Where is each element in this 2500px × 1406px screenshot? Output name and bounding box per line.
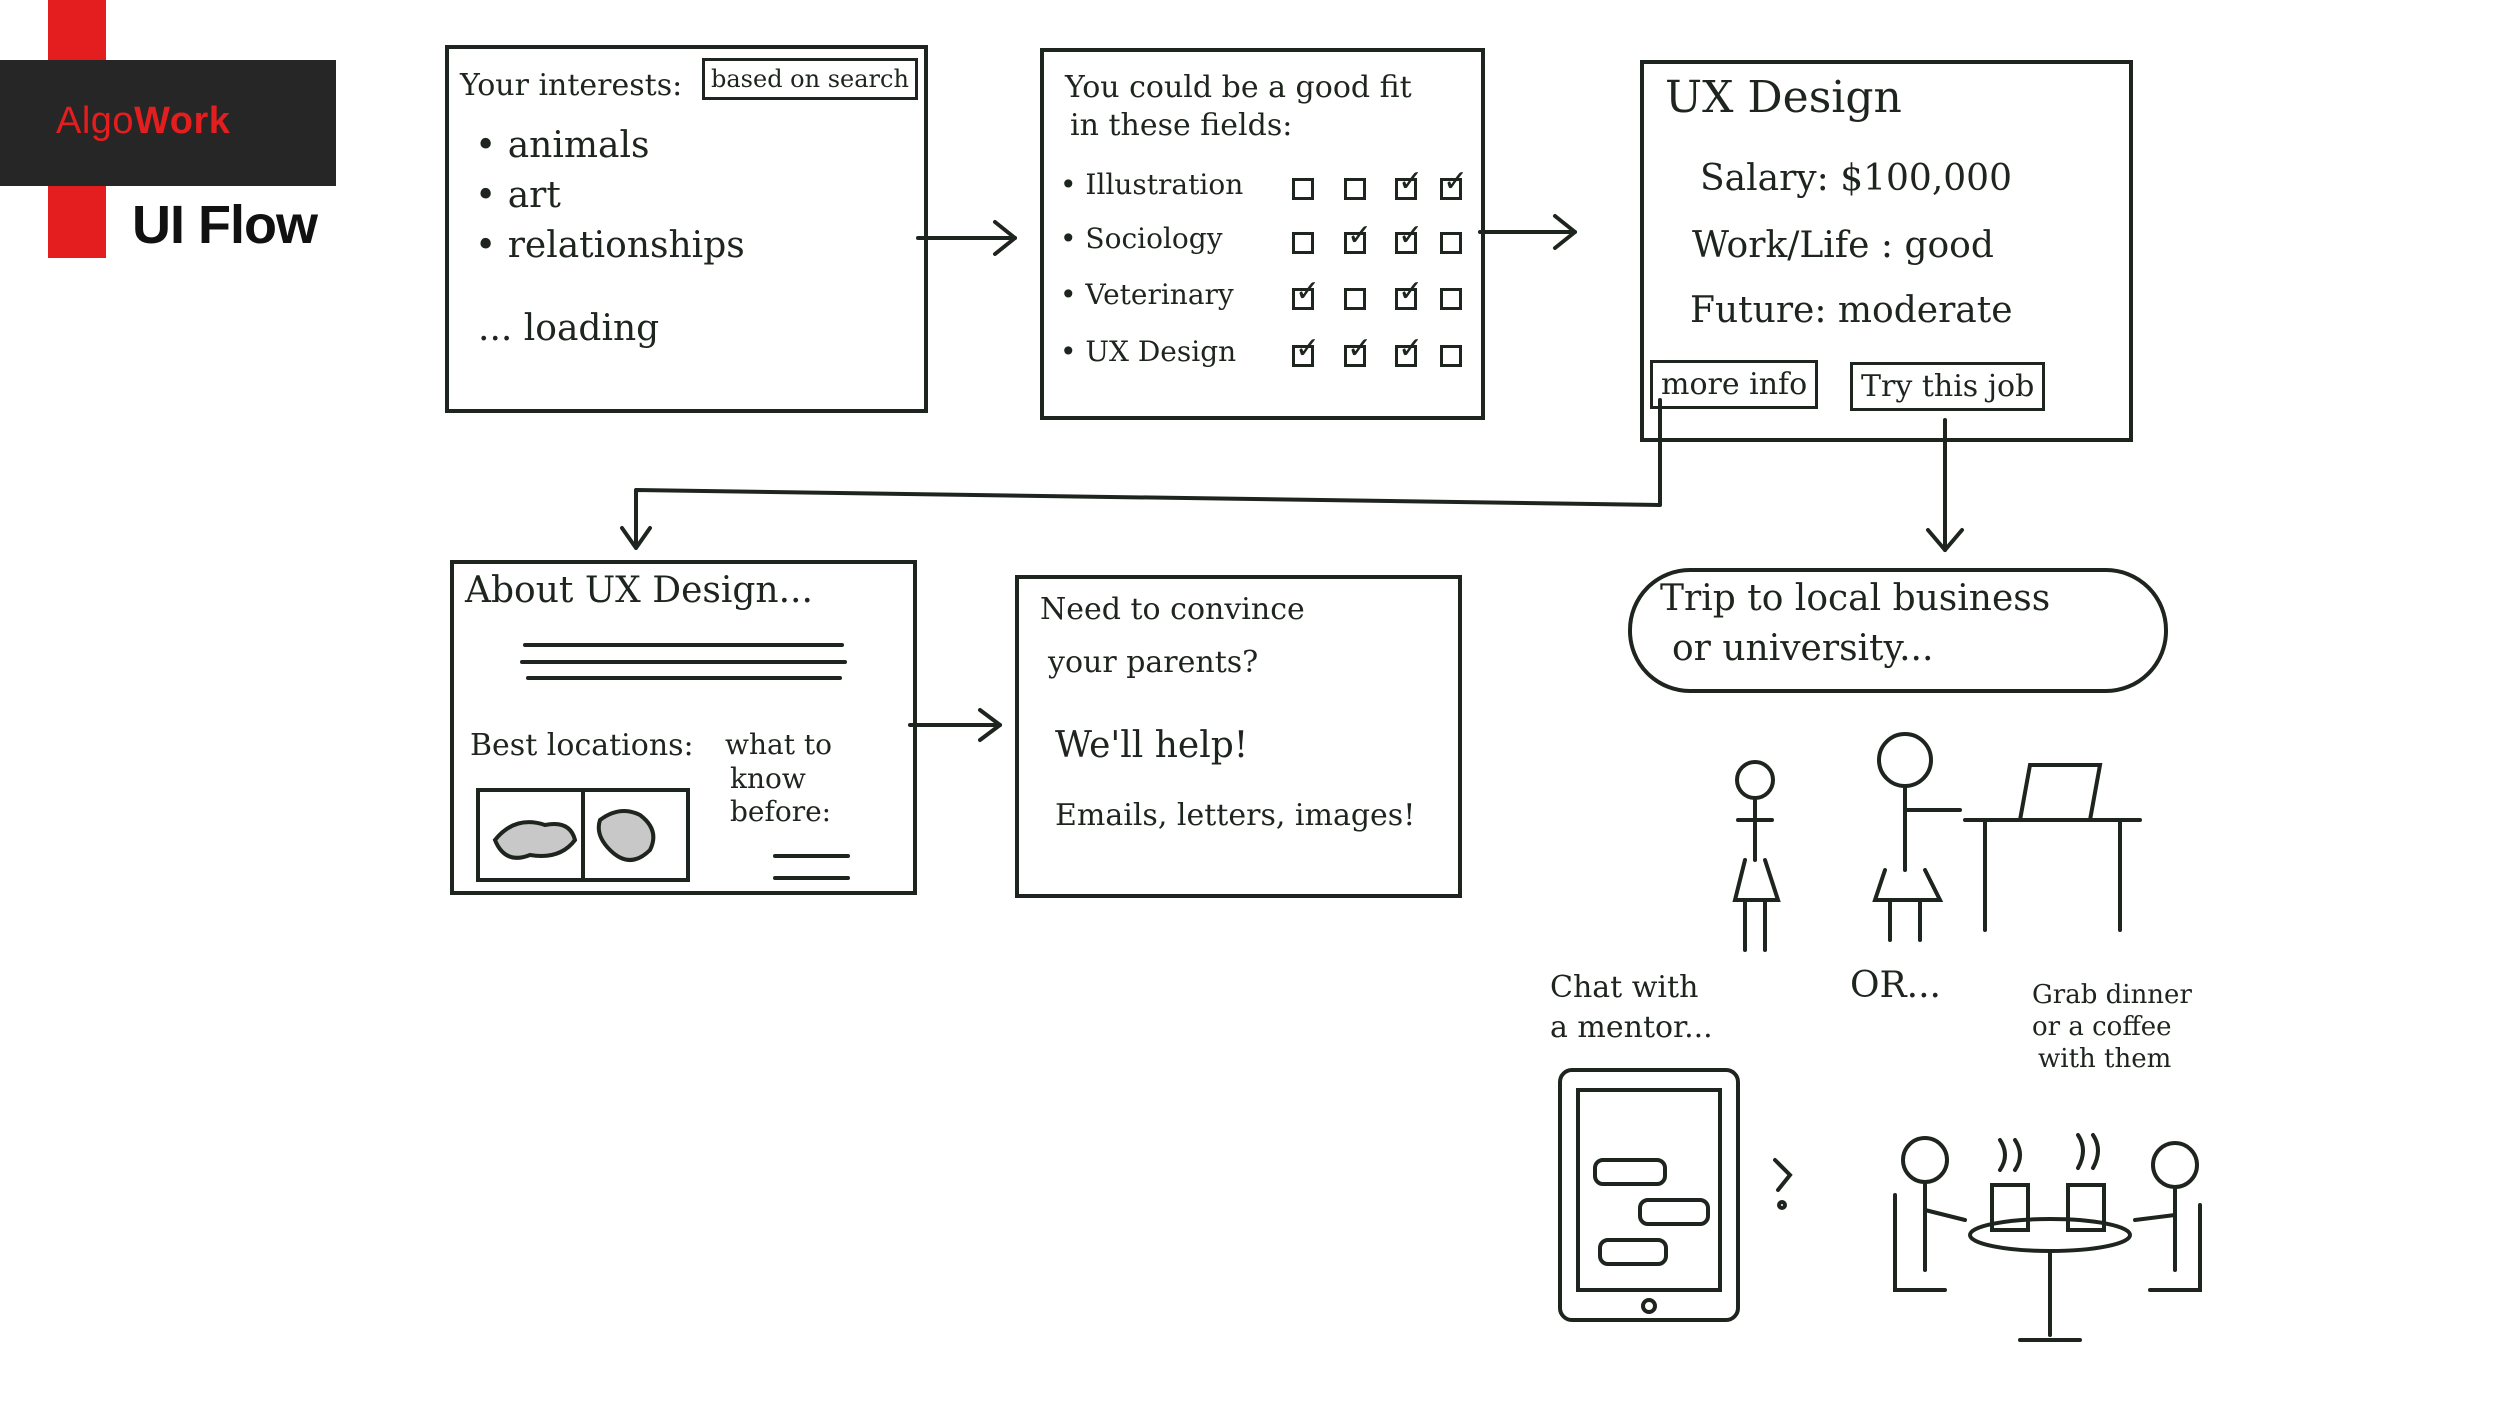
rating-checkbox[interactable] [1292,178,1314,200]
help-text: We'll help! [1055,725,1249,766]
fields-screen [1040,48,1485,420]
future-text: Future: moderate [1690,290,2013,331]
rating-checkbox[interactable] [1292,334,1320,367]
best-locations-label: Best locations: [470,728,694,763]
know-before-line1: what to [725,728,832,761]
phone-chat-sketch [1558,1068,1793,1322]
field-illustration[interactable]: • Illustration [1060,168,1244,201]
dinner-line1: Grab dinner [2032,980,2192,1010]
job-detail-screen [1640,60,2133,442]
know-before-line3: before: [730,795,832,828]
more-info-button[interactable]: more info [1650,360,1819,409]
rating-checkbox[interactable] [1344,288,1366,310]
rating-checkbox[interactable] [1344,178,1366,200]
text-placeholder-lines [520,643,850,880]
dinner-line2: or a coffee [2032,1012,2172,1042]
know-before-line2: know [730,762,806,795]
field-veterinary[interactable]: • Veterinary [1060,278,1234,311]
try-this-job-button[interactable]: Try this job [1850,362,2046,411]
interest-item-3: • relationships [475,225,745,266]
page-title: UI Flow [132,195,318,255]
rating-checkbox[interactable] [1292,232,1314,254]
about-title: About UX Design... [465,570,813,611]
rating-checkbox[interactable] [1440,288,1462,310]
interests-screen [445,45,928,413]
worklife-text: Work/Life : good [1692,225,1994,266]
convince-line1: Need to convince [1040,592,1305,627]
search-tag: based on search [702,58,918,100]
brand-header-block [0,60,336,186]
map-thumbnail [476,788,690,882]
job-title: UX Design [1665,72,1902,123]
rating-checkbox[interactable] [1395,167,1423,200]
interest-item-2: • art [475,175,561,216]
chat-line1: Chat with [1550,970,1699,1005]
interest-item-1: • animals [475,125,650,166]
rating-checkbox[interactable] [1344,334,1372,367]
rating-checkbox[interactable] [1395,334,1423,367]
trip-bubble [1628,568,2168,693]
convince-parents-screen [1015,575,1462,898]
chat-line2: a mentor... [1550,1010,1713,1045]
salary-text: Salary: $100,000 [1700,158,2012,199]
rating-checkbox[interactable] [1395,221,1423,254]
trip-line2: or university... [1672,628,1934,669]
loading-status: ... loading [478,308,660,349]
trip-line1: Trip to local business [1660,578,2051,619]
rating-checkbox[interactable] [1440,345,1462,367]
field-ux-design[interactable]: • UX Design [1060,335,1237,368]
or-text: OR... [1850,965,1941,1006]
fields-title-line2: in these fields: [1070,108,1293,143]
rating-checkbox[interactable] [1292,277,1320,310]
assets-text: Emails, letters, images! [1055,798,1416,833]
office-visit-sketch [1732,732,2142,952]
rating-checkbox[interactable] [1395,277,1423,310]
rating-checkbox[interactable] [1344,221,1372,254]
interests-title: Your interests: [460,68,683,103]
coffee-meetup-sketch [1893,1133,2202,1342]
rating-checkbox[interactable] [1440,167,1468,200]
rating-checkbox[interactable] [1440,232,1462,254]
convince-line2: your parents? [1048,645,1259,680]
about-screen [450,560,917,895]
brand-logo: AlgoWork [56,100,231,142]
field-sociology[interactable]: • Sociology [1060,222,1223,255]
dinner-line3: with them [2038,1044,2172,1074]
fields-title-line1: You could be a good fit [1065,70,1412,105]
